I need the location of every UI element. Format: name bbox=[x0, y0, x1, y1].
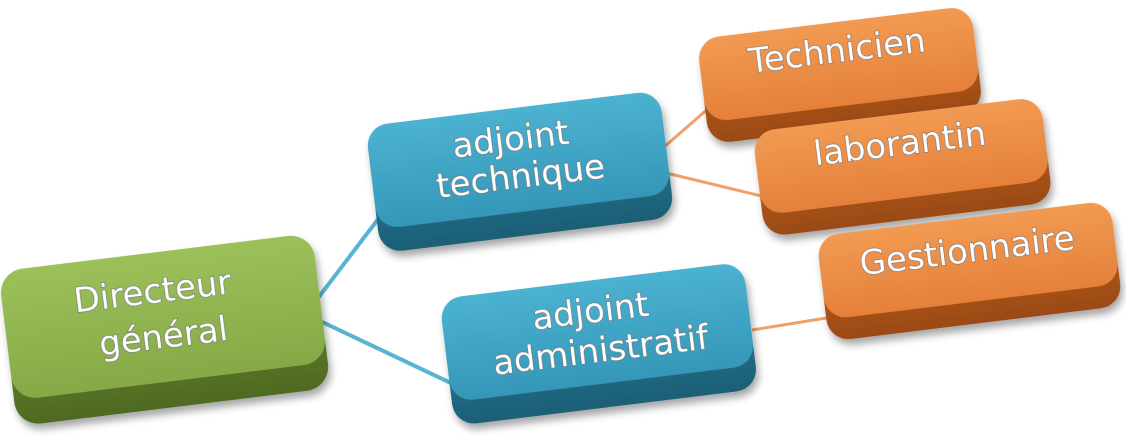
node-technicien-face bbox=[699, 8, 979, 121]
node-adjoint-administratif-face bbox=[441, 264, 754, 400]
connector-adjoint-technique-laborantin bbox=[661, 170, 779, 202]
node-laborantin-face bbox=[754, 99, 1048, 213]
node-adjoint-technique[interactable]: adjoint technique bbox=[365, 90, 674, 253]
node-gestionnaire-face bbox=[818, 202, 1118, 318]
node-directeur-general[interactable]: Directeur général bbox=[0, 233, 331, 426]
node-laborantin[interactable]: laborantin bbox=[752, 97, 1053, 238]
node-adjoint-technique-face bbox=[367, 92, 670, 227]
node-adjoint-administratif[interactable]: adjoint administratif bbox=[439, 262, 758, 426]
connector-director-adjoint-technique bbox=[313, 208, 387, 304]
connector-director-adjoint-administratif bbox=[317, 318, 456, 387]
node-directeur-general-face bbox=[1, 235, 326, 398]
node-technicien[interactable]: Technicien bbox=[697, 6, 984, 145]
node-gestionnaire[interactable]: Gestionnaire bbox=[816, 200, 1123, 341]
